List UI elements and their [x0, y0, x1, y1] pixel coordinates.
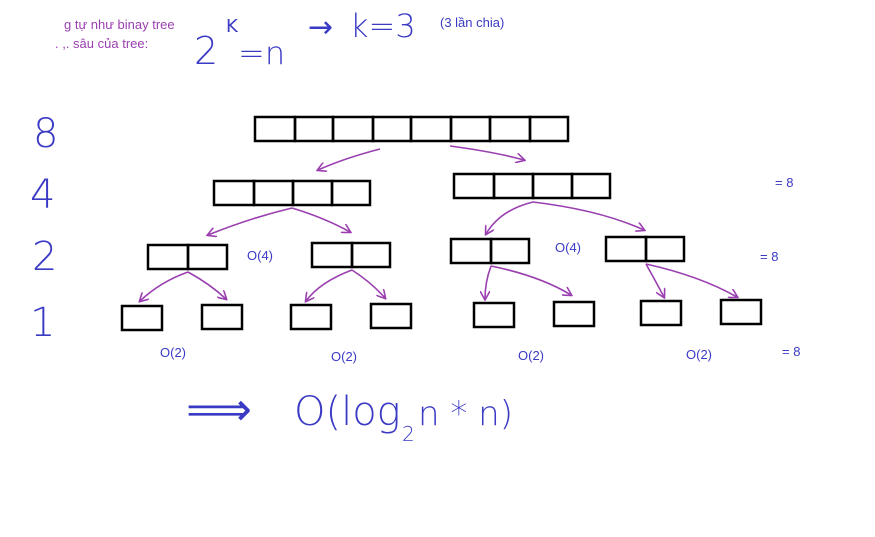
- array-cell: [489, 237, 531, 265]
- divisions-note: (3 lần chia): [440, 15, 504, 30]
- k-value: k=3: [350, 7, 416, 45]
- array-cell: [289, 303, 333, 331]
- equation-rhs: =n: [238, 34, 285, 72]
- array-cell: [186, 243, 229, 271]
- split-arrow: [187, 271, 226, 299]
- row-sum: = 8: [782, 344, 800, 359]
- array-cell: [369, 302, 413, 330]
- equation-exponent: K: [226, 16, 239, 37]
- array-cell: [331, 115, 375, 143]
- level-label-8: 8: [33, 111, 58, 157]
- split-arrow: [449, 145, 524, 160]
- array-level-8: [253, 115, 570, 143]
- row-sum: = 8: [775, 175, 793, 190]
- level-label-4: 4: [30, 172, 55, 218]
- note-binary-tree: g tự như binay tree: [64, 17, 175, 32]
- array-cell: [639, 299, 683, 327]
- split-arrow: [645, 263, 737, 297]
- complexity-leaf: O(2): [686, 347, 712, 362]
- split-arrow: [485, 265, 492, 299]
- split-arrow: [318, 148, 381, 170]
- array-cell: [719, 298, 763, 326]
- array-cell: [146, 243, 190, 271]
- split-arrow: [532, 201, 644, 230]
- level-label-2: 2: [32, 234, 57, 280]
- array-cell: [531, 172, 574, 200]
- array-level-2: [146, 235, 686, 271]
- complexity-leaf: O(2): [160, 345, 186, 360]
- array-cell: [212, 179, 256, 207]
- conclusion-subscript: 2: [402, 422, 415, 446]
- array-level-4-right: [452, 172, 612, 200]
- array-cell: [492, 172, 535, 200]
- row-sum: = 8: [760, 249, 778, 264]
- array-cell: [293, 115, 335, 143]
- split-arrow: [351, 269, 385, 298]
- array-cell: [200, 303, 244, 331]
- array-cell: [330, 179, 372, 207]
- split-arrow: [306, 269, 353, 301]
- array-cell: [310, 241, 354, 269]
- array-cell: [528, 115, 570, 143]
- array-cell: [488, 115, 532, 143]
- level-label-1: 1: [30, 300, 55, 346]
- array-cell: [350, 241, 392, 269]
- array-cell: [252, 179, 295, 207]
- split-arrow: [140, 271, 189, 301]
- split-arrow: [208, 207, 293, 235]
- array-cell: [371, 115, 413, 143]
- split-arrow: [486, 201, 534, 234]
- split-arrow: [490, 265, 571, 295]
- array-cell: [291, 179, 334, 207]
- conclusion-implies: ⟹: [186, 382, 252, 436]
- note-tree-depth: . ,. sâu của tree:: [55, 36, 148, 51]
- complexity-leaf: O(2): [518, 348, 544, 363]
- array-cell: [644, 235, 686, 263]
- array-level-1: [120, 298, 763, 332]
- array-cell: [552, 300, 596, 328]
- array-cell: [472, 301, 516, 329]
- split-arrows: [140, 145, 737, 301]
- array-cell: [409, 115, 453, 143]
- implies-arrow: →: [308, 10, 333, 45]
- array-cell: [120, 304, 164, 332]
- array-cell: [449, 237, 493, 265]
- complexity-level2-right: O(4): [555, 240, 581, 255]
- array-cell: [570, 172, 612, 200]
- array-cell: [452, 172, 496, 200]
- array-level-4-left: [212, 179, 372, 207]
- conclusion-prefix: O(log: [294, 389, 401, 435]
- complexity-level2-left: O(4): [247, 248, 273, 263]
- equation-base: 2: [194, 29, 218, 73]
- conclusion-suffix: n * n): [418, 394, 513, 434]
- array-cell: [253, 115, 297, 143]
- array-cell: [449, 115, 492, 143]
- complexity-leaf: O(2): [331, 349, 357, 364]
- array-cell: [604, 235, 648, 263]
- split-arrow: [291, 207, 350, 232]
- split-arrow: [645, 263, 664, 297]
